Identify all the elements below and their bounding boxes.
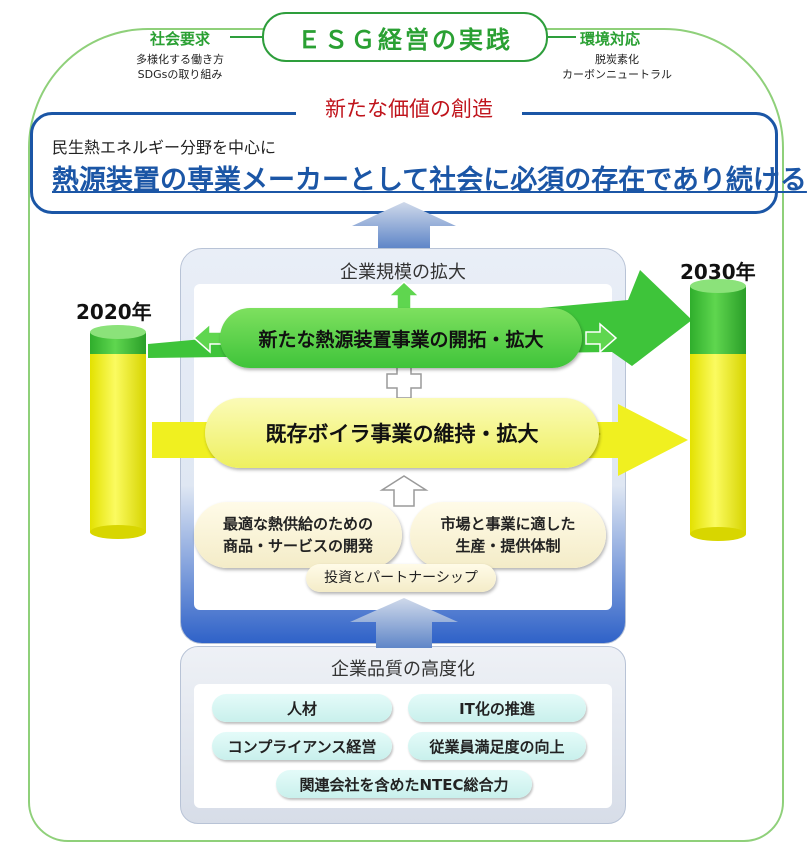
social-demand-heading: 社会要求 — [150, 30, 211, 48]
env-line-2: カーボンニュートラル — [562, 68, 672, 81]
social-line-1: 多様化する働き方 — [136, 53, 224, 66]
quality-item-compliance: コンプライアンス経営 — [212, 732, 392, 760]
existing-boiler-business-band: 既存ボイラ事業の維持・拡大 — [205, 398, 599, 468]
quality-item-satisfaction: 従業員満足度の向上 — [408, 732, 586, 760]
value-creation-label: 新たな価値の創造 — [296, 93, 522, 123]
scale-panel-title: 企業規模の拡大 — [340, 262, 466, 283]
year-2020-label: 2020年 — [76, 300, 152, 324]
quality-item-talent: 人材 — [212, 694, 392, 722]
product-service-bubble: 最適な熱供給のための 商品・サービスの開発 — [194, 502, 402, 568]
product-bubble-line-2: 商品・サービスの開発 — [222, 537, 373, 555]
connector-right — [540, 36, 576, 38]
green-right-arrow — [585, 322, 618, 354]
up-arrow-from-quality — [350, 598, 458, 648]
quality-item-group-strength: 関連会社を含めたNTEC総合力 — [276, 770, 532, 798]
cylinder-2020 — [90, 325, 146, 539]
quality-item-it: IT化の推進 — [408, 694, 586, 722]
green-up-arrow — [387, 280, 421, 311]
social-demand-text: 多様化する働き方 SDGsの取り組み — [120, 52, 240, 82]
value-main-statement: 熱源装置の専業メーカーとして社会に必須の存在であり続ける — [52, 165, 807, 196]
production-system-bubble: 市場と事業に適した 生産・提供体制 — [410, 502, 606, 568]
cylinder-2030 — [690, 279, 746, 541]
new-heat-source-business-band: 新たな熱源装置事業の開拓・拡大 — [220, 308, 582, 368]
connector-left — [230, 36, 266, 38]
environment-heading: 環境対応 — [580, 30, 641, 48]
production-bubble-line-2: 生産・提供体制 — [455, 537, 561, 555]
quality-panel-title: 企業品質の高度化 — [331, 659, 475, 680]
product-bubble-line-1: 最適な熱供給のための — [222, 515, 373, 533]
up-arrow-from-bubbles — [379, 475, 429, 507]
investment-partnership-pill: 投資とパートナーシップ — [306, 564, 496, 592]
esg-title: ＥＳＧ経営の実践 — [262, 12, 548, 62]
env-line-1: 脱炭素化 — [595, 53, 639, 66]
production-bubble-line-1: 市場と事業に適した — [440, 515, 576, 533]
plus-icon — [386, 363, 422, 399]
environment-text: 脱炭素化 カーボンニュートラル — [552, 52, 682, 82]
up-arrow-to-value — [352, 202, 456, 248]
year-2030-label: 2030年 — [680, 260, 756, 284]
value-subtitle: 民生熱エネルギー分野を中心に — [52, 138, 277, 157]
social-line-2: SDGsの取り組み — [137, 68, 223, 81]
